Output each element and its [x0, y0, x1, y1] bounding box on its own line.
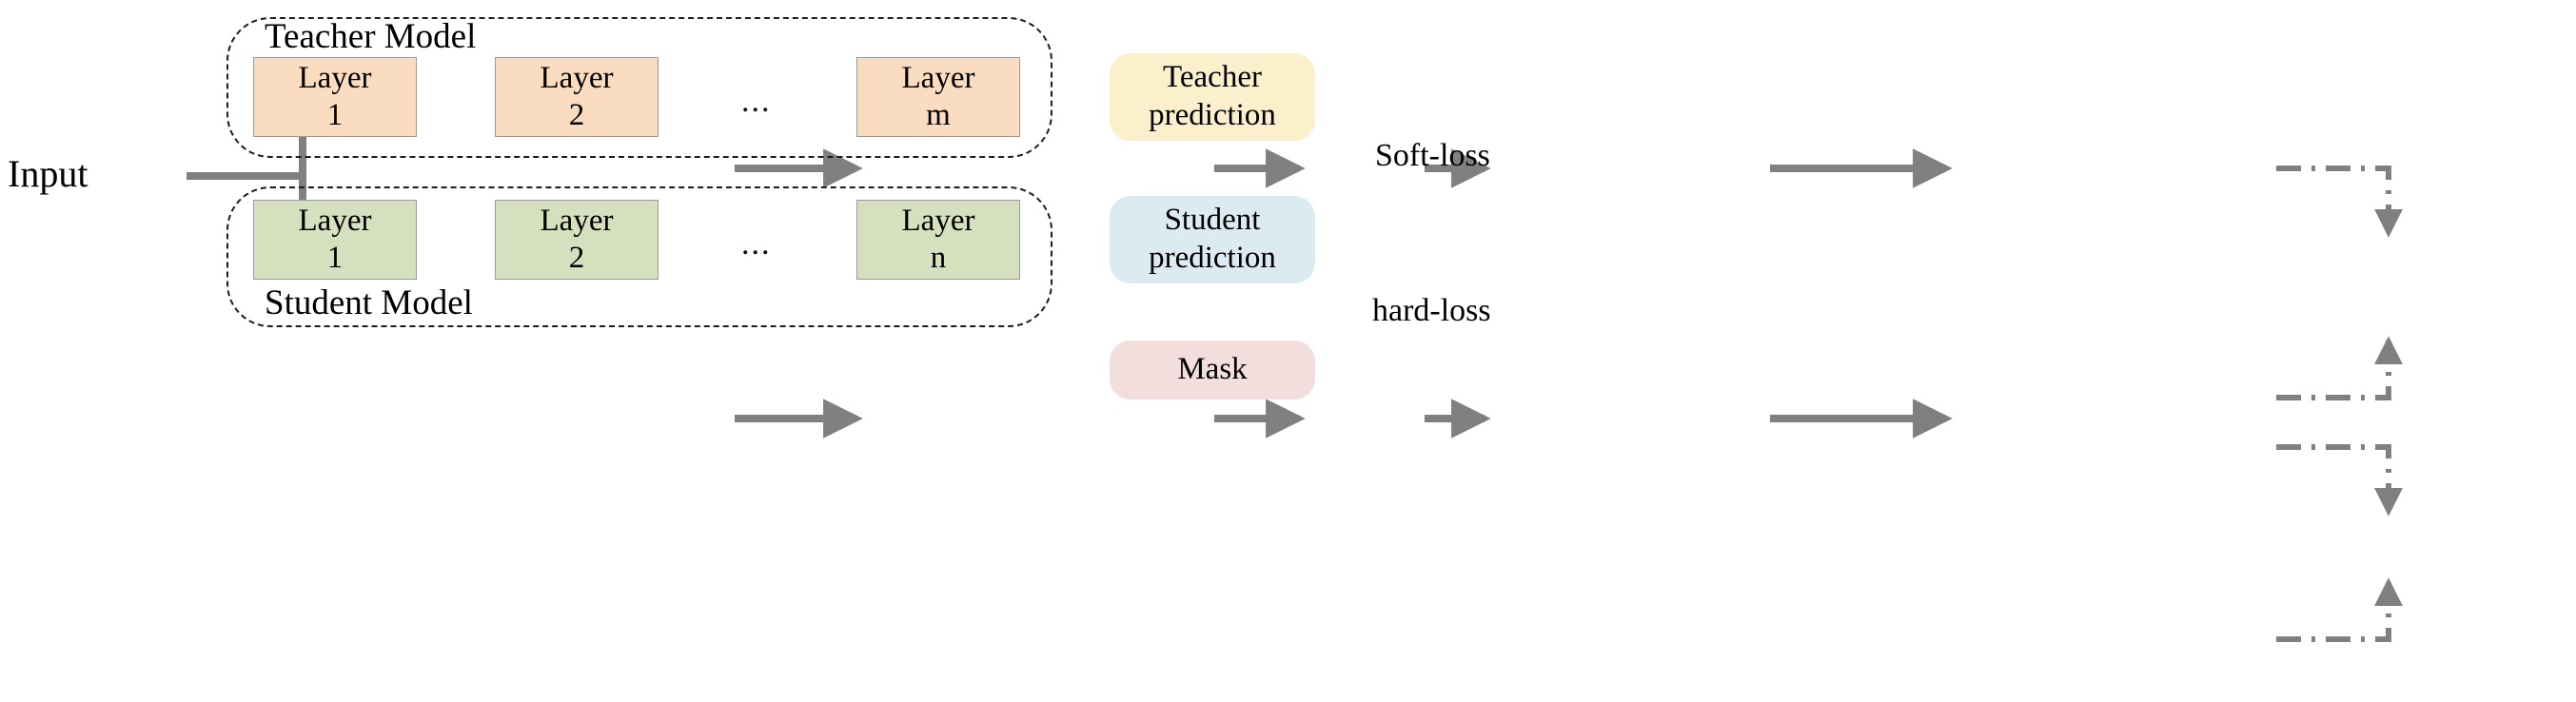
teacher-ellipsis: ... — [741, 84, 772, 119]
soft-loss-label: Soft-loss — [1375, 138, 1490, 173]
teacher-model-caption: Teacher Model — [265, 17, 477, 56]
layer-index: 2 — [568, 98, 585, 132]
student-layer-n: Layer n — [856, 200, 1020, 280]
student-prediction-node: Student prediction — [1110, 196, 1315, 283]
layer-word: Layer — [540, 204, 614, 239]
student-prediction-line2: prediction — [1149, 241, 1276, 275]
student-prediction-line1: Student — [1164, 203, 1261, 238]
hard-loss-label: hard-loss — [1372, 293, 1491, 328]
teacher-layer-m: Layer m — [856, 57, 1020, 137]
student-model-caption: Student Model — [265, 283, 473, 322]
layer-index: n — [930, 241, 947, 275]
student-model-container — [226, 186, 1052, 327]
teacher-prediction-node: Teacher prediction — [1110, 53, 1315, 141]
student-ellipsis: ... — [741, 226, 772, 262]
teacher-model-container — [226, 17, 1052, 158]
layer-word: Layer — [540, 61, 614, 96]
layer-word: Layer — [298, 61, 372, 96]
input-label: Input — [8, 152, 88, 195]
student-layer-1: Layer 1 — [253, 200, 417, 280]
layer-index: 1 — [326, 98, 344, 132]
mask-node: Mask — [1110, 341, 1315, 400]
soft-loss-connector — [2276, 166, 2403, 400]
layer-index: 2 — [568, 241, 585, 275]
hard-loss-connector — [2276, 444, 2403, 642]
layer-index: m — [926, 98, 951, 132]
teacher-layer-1: Layer 1 — [253, 57, 417, 137]
teacher-prediction-line2: prediction — [1149, 98, 1276, 132]
student-layer-2: Layer 2 — [495, 200, 659, 280]
layer-index: 1 — [326, 241, 344, 275]
layer-word: Layer — [901, 204, 975, 239]
teacher-prediction-line1: Teacher — [1163, 60, 1262, 95]
layer-word: Layer — [298, 204, 372, 239]
layer-word: Layer — [901, 61, 975, 96]
teacher-layer-2: Layer 2 — [495, 57, 659, 137]
mask-label: Mask — [1177, 352, 1248, 387]
